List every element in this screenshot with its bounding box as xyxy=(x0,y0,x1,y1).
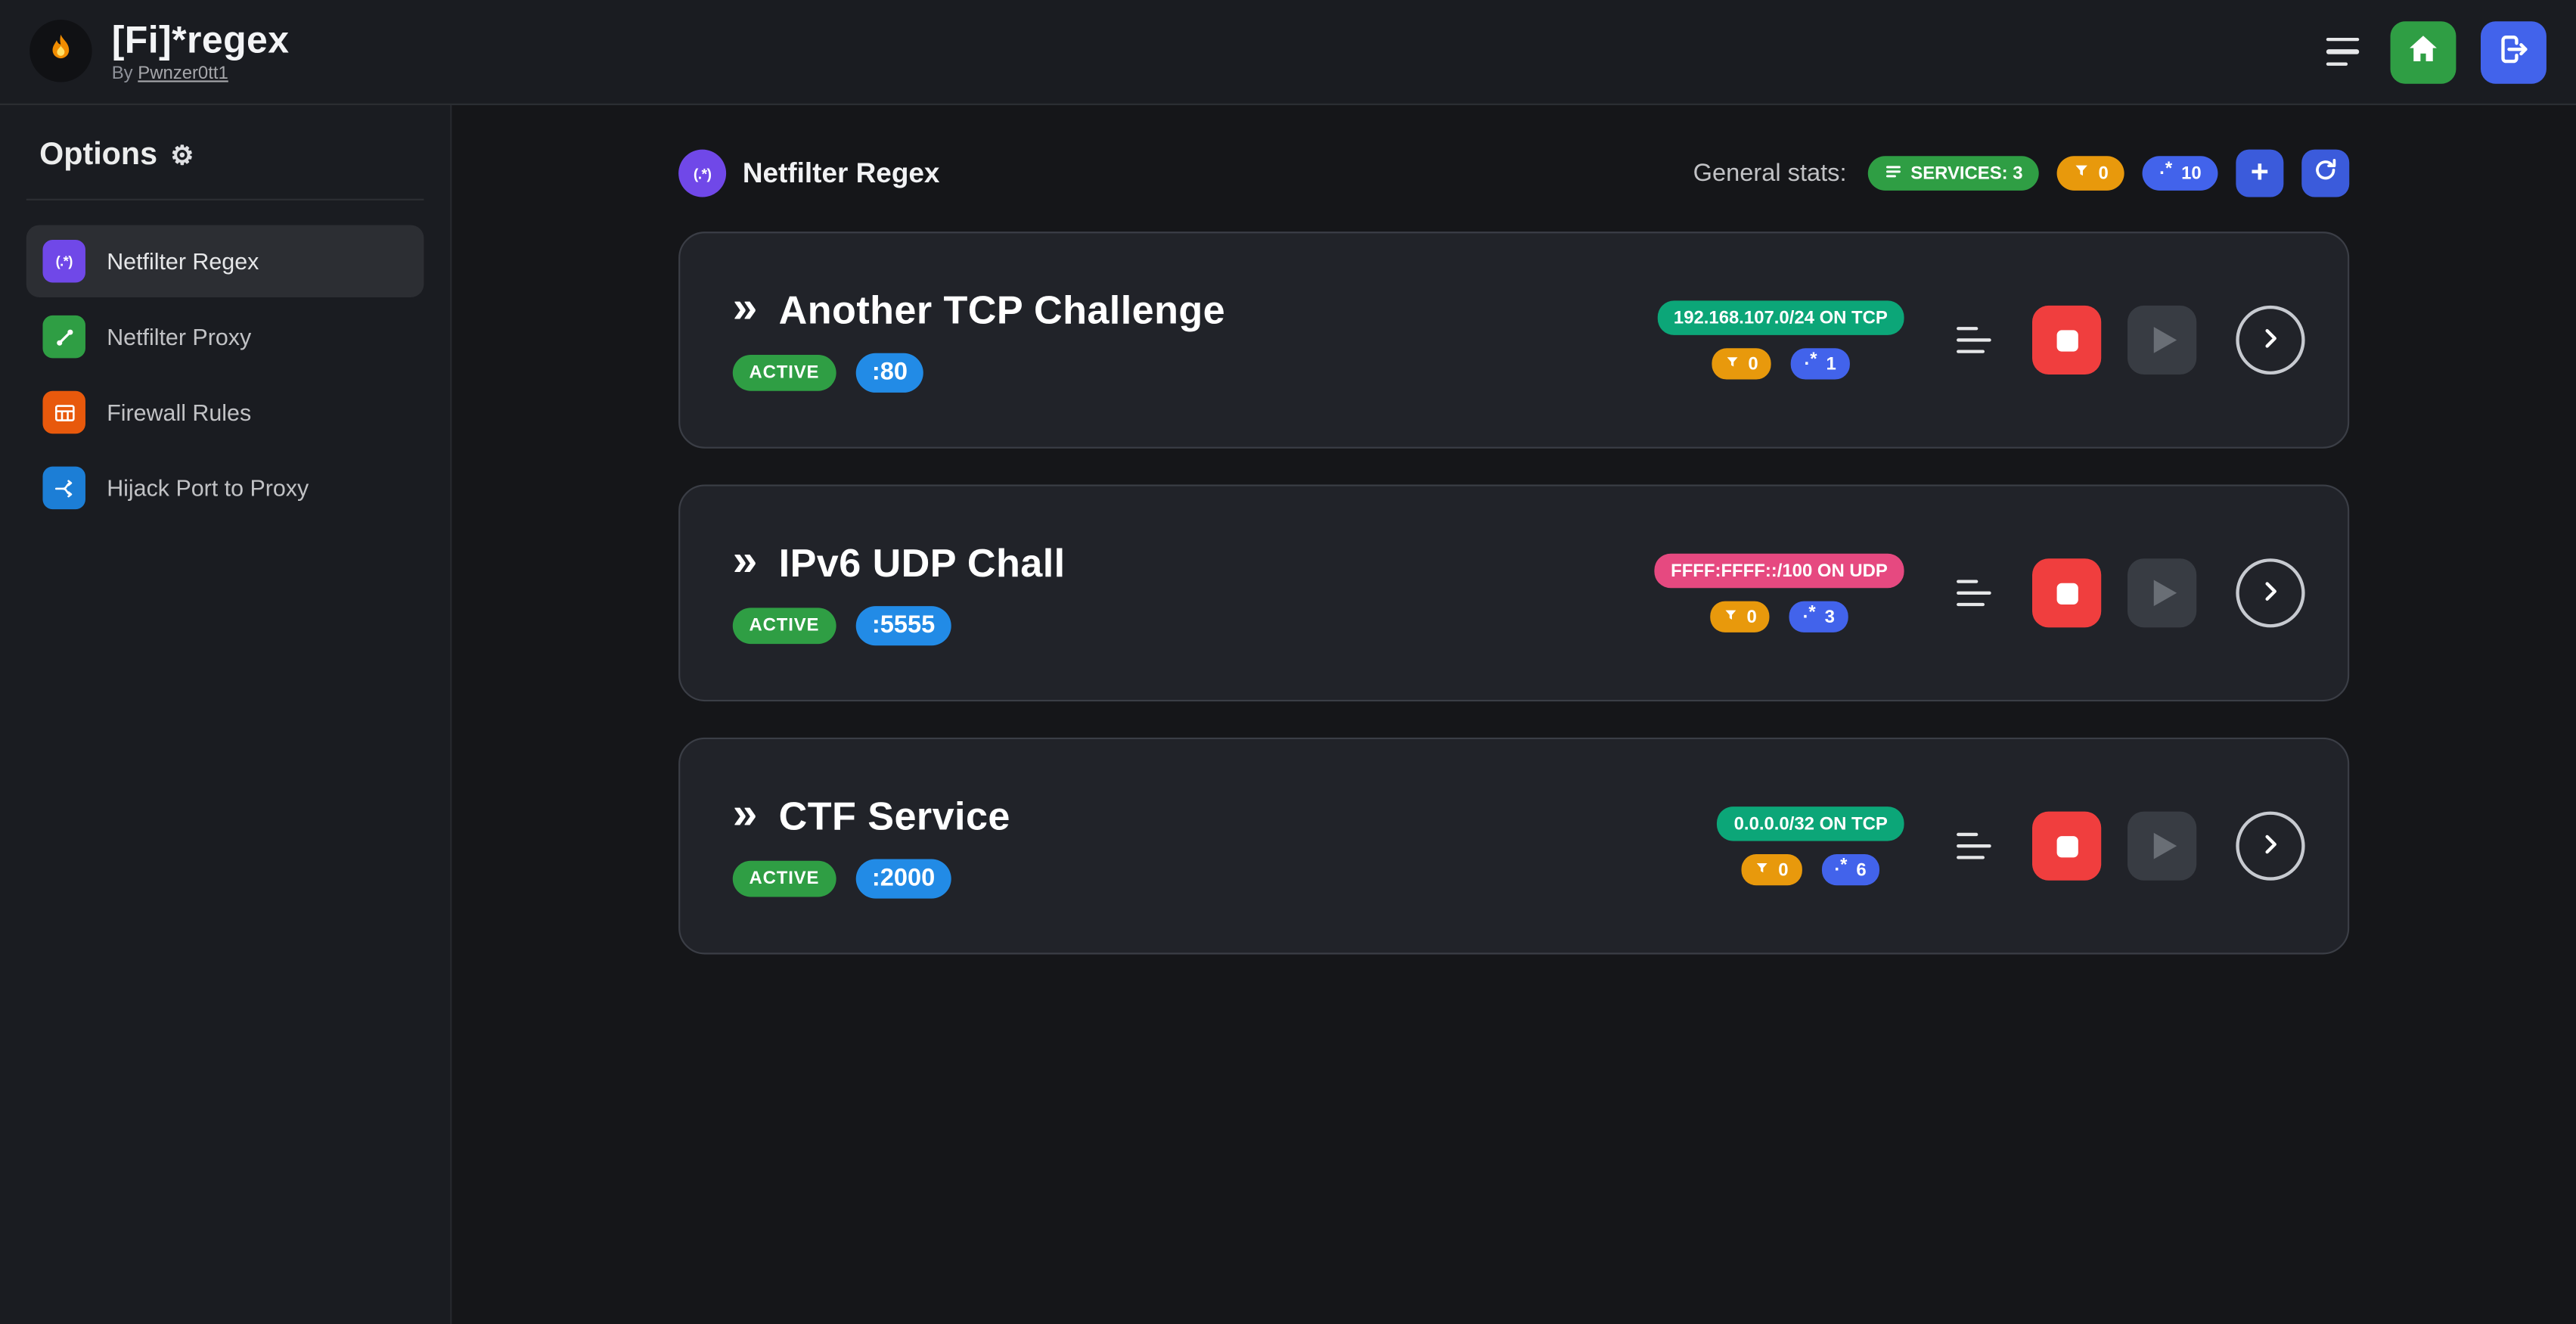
sidebar-heading-label: Options xyxy=(39,138,158,172)
filtered-count-badge: 0 xyxy=(1710,601,1771,632)
open-service-button[interactable] xyxy=(2236,811,2305,881)
brand-text: [Fi]*regex By Pwnzer0tt1 xyxy=(112,20,290,84)
open-service-button[interactable] xyxy=(2236,558,2305,628)
filter-icon xyxy=(2074,163,2090,184)
services-icon xyxy=(1885,162,1903,185)
top-bar: [Fi]*regex By Pwnzer0tt1 xyxy=(0,0,2576,105)
gear-icon: ⚙ xyxy=(170,142,194,171)
main-header: (.*) Netfilter Regex General stats: SERV… xyxy=(678,149,2350,197)
endpoint-badge: FFFF:FFFF::/100 ON UDP xyxy=(1654,553,1904,589)
double-chevron-icon: » xyxy=(732,535,758,585)
regex-icon: .* xyxy=(1802,603,1817,623)
service-card: » Another TCP Challenge ACTIVE :80 192.1… xyxy=(678,232,2350,449)
section-regex-icon: (.*) xyxy=(678,149,727,197)
sidebar-item-netfilter-regex[interactable]: (.*) Netfilter Regex xyxy=(26,225,424,297)
service-list: » Another TCP Challenge ACTIVE :80 192.1… xyxy=(678,232,2350,955)
double-chevron-icon: » xyxy=(732,788,758,838)
filtered-count-badge: 0 xyxy=(1742,854,1802,886)
regex-count-badge: .* 3 xyxy=(1789,601,1848,632)
proxy-icon xyxy=(42,315,85,359)
general-stats-label: General stats: xyxy=(1693,159,1847,188)
play-icon xyxy=(2153,327,2177,353)
regex-icon: (.*) xyxy=(42,239,85,283)
logout-button[interactable] xyxy=(2481,20,2547,83)
author-link[interactable]: Pwnzer0tt1 xyxy=(138,64,228,84)
filter-icon xyxy=(1755,860,1771,880)
services-count-badge: SERVICES: 3 xyxy=(1867,156,2040,191)
table-icon xyxy=(42,390,85,434)
service-name: IPv6 UDP Chall xyxy=(778,541,1066,586)
status-badge: ACTIVE xyxy=(732,859,836,897)
regex-count-badge: .* 6 xyxy=(1820,854,1880,886)
endpoint-badge: 0.0.0.0/32 ON TCP xyxy=(1717,807,1904,841)
refresh-icon xyxy=(2311,156,2339,191)
chevron-right-icon xyxy=(2258,577,2284,608)
chevron-right-icon xyxy=(2258,325,2284,356)
regex-icon: .* xyxy=(2159,160,2174,180)
sidebar-item-label: Hijack Port to Proxy xyxy=(107,474,309,502)
page-title: Netfilter Regex xyxy=(742,157,940,188)
brand: [Fi]*regex By Pwnzer0tt1 xyxy=(29,20,289,84)
filter-icon xyxy=(1725,354,1740,374)
sidebar-item-label: Netfilter Proxy xyxy=(107,323,252,350)
sidebar-item-label: Firewall Rules xyxy=(107,399,252,426)
service-name: CTF Service xyxy=(778,794,1010,839)
sidebar: Options ⚙ (.*) Netfilter Regex xyxy=(0,104,452,1324)
byline: By Pwnzer0tt1 xyxy=(112,64,290,84)
service-card: » CTF Service ACTIVE :2000 0.0.0.0/32 ON… xyxy=(678,737,2350,955)
topbar-actions xyxy=(2326,20,2547,83)
sidebar-divider xyxy=(26,198,424,200)
stop-button[interactable] xyxy=(2031,811,2102,881)
start-button[interactable] xyxy=(2127,305,2197,375)
double-chevron-icon: » xyxy=(732,282,758,332)
add-service-button[interactable]: + xyxy=(2236,149,2284,197)
chevron-right-icon xyxy=(2258,831,2284,862)
app-title: [Fi]*regex xyxy=(111,17,290,61)
sidebar-heading: Options ⚙ xyxy=(26,138,424,174)
stop-icon xyxy=(2056,329,2078,351)
port-badge: :5555 xyxy=(855,605,951,645)
home-button[interactable] xyxy=(2390,20,2457,83)
port-badge: :80 xyxy=(855,352,924,392)
open-service-button[interactable] xyxy=(2236,305,2305,375)
regex-icon: .* xyxy=(1834,856,1848,876)
status-badge: ACTIVE xyxy=(732,607,836,644)
byline-prefix: By xyxy=(111,64,133,84)
service-menu-icon[interactable] xyxy=(1957,326,1993,354)
regex-count-badge: .* 1 xyxy=(1791,348,1850,380)
service-menu-icon[interactable] xyxy=(1957,832,1993,860)
service-card: » IPv6 UDP Chall ACTIVE :5555 FFFF:FFFF:… xyxy=(678,484,2350,702)
sidebar-item-hijack-port[interactable]: Hijack Port to Proxy xyxy=(26,452,424,524)
stop-button[interactable] xyxy=(2031,305,2102,375)
regex-total-badge: .* 10 xyxy=(2143,156,2218,191)
filtered-total-badge: 0 xyxy=(2057,156,2125,191)
sidebar-item-firewall-rules[interactable]: Firewall Rules xyxy=(26,376,424,449)
service-name: Another TCP Challenge xyxy=(778,288,1226,333)
filter-icon xyxy=(1724,607,1739,626)
flame-logo-icon xyxy=(29,20,92,83)
endpoint-badge: 192.168.107.0/24 ON TCP xyxy=(1657,300,1904,335)
stop-icon xyxy=(2056,835,2078,857)
stop-icon xyxy=(2056,582,2078,604)
play-icon xyxy=(2153,832,2177,859)
sidebar-item-label: Netfilter Regex xyxy=(107,247,259,275)
filtered-count-badge: 0 xyxy=(1712,348,1772,380)
main-content: (.*) Netfilter Regex General stats: SERV… xyxy=(452,105,2576,1324)
logout-icon xyxy=(2496,31,2532,72)
sidebar-nav: (.*) Netfilter Regex Netfilter Proxy xyxy=(26,225,424,524)
stop-button[interactable] xyxy=(2031,558,2102,628)
plus-icon: + xyxy=(2250,156,2269,191)
service-menu-icon[interactable] xyxy=(1957,579,1993,607)
refresh-button[interactable] xyxy=(2301,149,2350,197)
start-button[interactable] xyxy=(2127,558,2197,628)
sidebar-item-netfilter-proxy[interactable]: Netfilter Proxy xyxy=(26,300,424,373)
regex-icon: .* xyxy=(1804,350,1818,370)
port-badge: :2000 xyxy=(855,858,951,898)
hijack-arrows-icon xyxy=(42,466,85,510)
play-icon xyxy=(2153,580,2177,607)
home-icon xyxy=(2405,31,2441,72)
start-button[interactable] xyxy=(2127,811,2197,881)
status-badge: ACTIVE xyxy=(732,353,836,390)
menu-icon[interactable] xyxy=(2326,37,2366,67)
